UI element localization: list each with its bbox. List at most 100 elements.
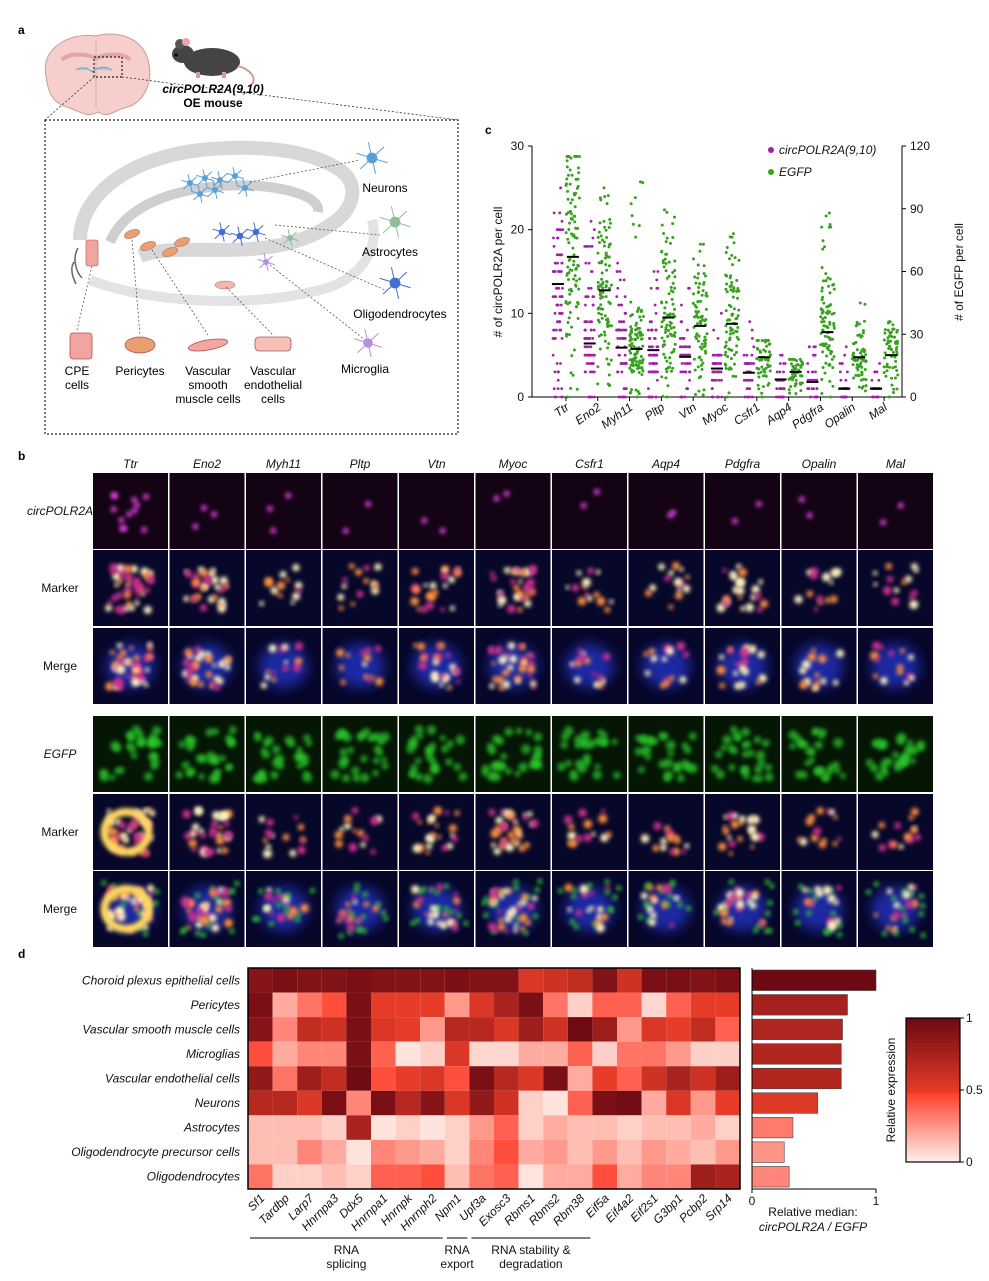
egfp-point (699, 322, 703, 326)
circ-spot (580, 502, 587, 509)
egfp-point (820, 225, 824, 229)
egfp-point (700, 342, 704, 346)
marker-spot (211, 923, 220, 932)
egfp-point (567, 333, 571, 337)
marker-spot (283, 660, 289, 665)
x-tick-label: Pltp (642, 400, 667, 424)
egfp-spot (663, 774, 671, 782)
heatmap-cell (690, 992, 716, 1018)
marker-spot (747, 898, 753, 903)
egfp-point (572, 214, 576, 218)
marker-spot (363, 578, 370, 584)
marker-spot (498, 918, 504, 924)
egfp-point (830, 312, 834, 316)
egfp-point (640, 373, 644, 377)
egfp-point (703, 274, 707, 278)
egfp-point (599, 261, 603, 265)
tile-background (246, 473, 321, 549)
egfp-spot (483, 896, 489, 902)
circ-point (743, 395, 747, 399)
egfp-spot (360, 772, 370, 783)
egfp-point (565, 273, 569, 277)
marker-spot (300, 837, 306, 844)
marker-spot (186, 925, 191, 930)
egfp-point (603, 225, 607, 229)
egfp-point (764, 366, 768, 370)
bar-x-tick-label: 1 (873, 1194, 880, 1208)
circ-point (716, 353, 720, 357)
marker-spot (144, 587, 150, 594)
colorbar-step (906, 1054, 960, 1059)
marker-spot (356, 590, 364, 598)
egfp-point (821, 239, 825, 243)
heatmap-cell (666, 1041, 691, 1067)
egfp-spot (677, 902, 683, 908)
heatmap-cell (297, 1115, 322, 1140)
egfp-point (763, 357, 767, 361)
marker-spot (215, 905, 223, 913)
marker-spot (816, 595, 824, 603)
marker-spot (802, 887, 808, 893)
egfp-point (573, 236, 577, 240)
egfp-point (574, 226, 578, 230)
egfp-point (828, 322, 832, 326)
egfp-point (735, 278, 739, 282)
marker-spot (498, 684, 505, 691)
egfp-point (605, 357, 609, 361)
egfp-spot (294, 917, 300, 923)
heatmap-row-label: Neurons (195, 1096, 240, 1110)
marker-spot (822, 885, 832, 895)
egfp-spot (660, 732, 669, 741)
egfp-point (569, 212, 573, 216)
marker-spot (758, 674, 767, 683)
egfp-point (821, 317, 825, 321)
egfp-spot (504, 767, 512, 775)
egfp-point (606, 382, 610, 386)
marker-spot (894, 822, 901, 829)
marker-spot (297, 846, 306, 855)
egfp-point (673, 286, 677, 290)
neuron-branch (226, 172, 236, 177)
egfp-spot (569, 919, 575, 925)
egfp-spot (830, 911, 836, 917)
marker-spot (424, 911, 429, 917)
circ-point (840, 395, 843, 399)
circ-point (877, 378, 881, 382)
marker-spot (488, 809, 496, 816)
egfp-point (856, 374, 860, 378)
egfp-point (608, 217, 612, 221)
egfp-point (889, 339, 893, 343)
circ-point (750, 328, 754, 332)
marker-spot (896, 668, 904, 676)
heatmap-cell (272, 1115, 298, 1140)
egfp-point (863, 367, 867, 371)
heatmap-cell (617, 1090, 642, 1116)
heatmap-cell (420, 968, 445, 993)
marker-spot (829, 595, 838, 604)
marker-spot (225, 905, 232, 912)
circ-point (590, 395, 594, 399)
egfp-point (787, 377, 791, 381)
egfp-point (564, 301, 568, 305)
marker-spot (288, 906, 298, 916)
left-axis-label: # of circPOLR2A per cell (491, 207, 505, 338)
marker-spot (596, 596, 606, 606)
circ-point (557, 286, 560, 290)
egfp-point (565, 332, 569, 336)
egfp-spot (658, 760, 667, 769)
egfp-point (859, 378, 863, 382)
label-cpe-2: cells (65, 378, 89, 392)
row-label: circPOLR2A (27, 504, 93, 518)
egfp-point (598, 241, 602, 245)
right-tick-label: 0 (910, 390, 917, 404)
egfp-point (604, 285, 608, 289)
egfp-point (823, 371, 827, 375)
circ-point (838, 362, 842, 365)
heatmap-cell (321, 1164, 347, 1189)
egfp-spot (339, 748, 348, 757)
neuron-icon (191, 185, 209, 203)
egfp-spot (504, 727, 514, 737)
connector-line (269, 264, 366, 341)
circ-point (560, 295, 564, 298)
left-tick-label: 10 (511, 306, 525, 320)
